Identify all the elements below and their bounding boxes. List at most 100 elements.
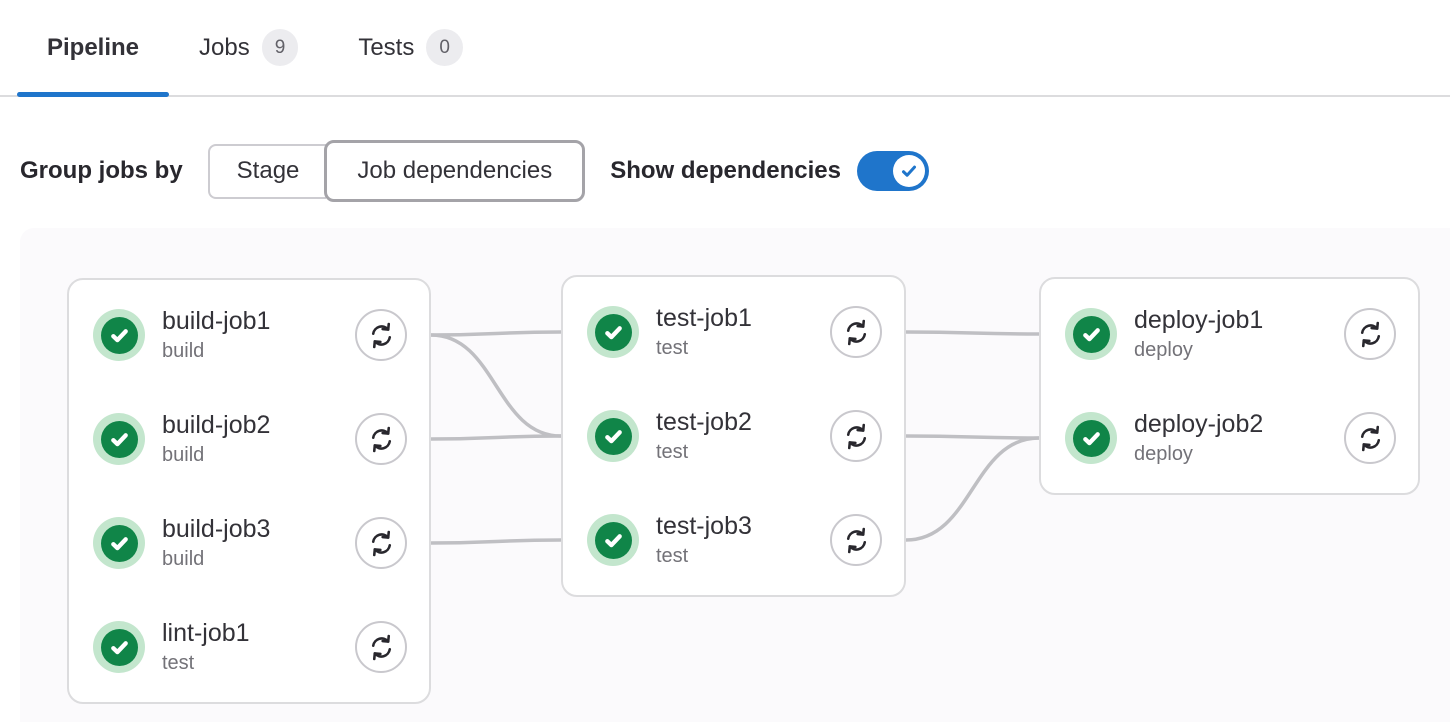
show-dependencies-label: Show dependencies <box>610 157 841 184</box>
job-row[interactable]: test-job1 test <box>563 280 904 384</box>
dependency-link <box>430 434 562 441</box>
retry-job-button[interactable] <box>355 309 407 361</box>
show-dependencies-toggle[interactable] <box>856 151 929 191</box>
tab-jobs-label: Jobs <box>199 33 250 61</box>
job-text: build-job1 build <box>162 307 270 363</box>
check-icon <box>110 536 128 550</box>
status-success-icon <box>594 521 632 559</box>
job-stage: deploy <box>1134 338 1193 361</box>
retry-job-button[interactable] <box>830 514 882 566</box>
status-success-halo <box>1065 412 1117 464</box>
status-success-icon <box>100 628 138 666</box>
job-text: lint-job1 test <box>162 619 250 675</box>
status-success-halo <box>587 514 639 566</box>
jobs-count-badge: 9 <box>261 29 299 66</box>
job-name: lint-job1 <box>162 619 250 648</box>
job-row[interactable]: lint-job1 test <box>69 595 429 699</box>
pipeline-tabs-bar: Pipeline Jobs 9 Tests 0 <box>0 0 1450 97</box>
status-success-halo <box>1065 308 1117 360</box>
group-jobs-segmented-control: Stage Job dependencies <box>207 140 586 202</box>
status-success-icon <box>100 524 138 562</box>
status-success-halo <box>93 621 145 673</box>
tab-tests-label: Tests <box>358 33 415 61</box>
job-group-card: build-job1 build build-job2 <box>67 278 431 704</box>
check-icon <box>110 432 128 446</box>
job-text: deploy-job1 deploy <box>1134 306 1263 362</box>
job-stage: build <box>162 547 205 570</box>
job-stage: test <box>656 544 689 567</box>
job-row[interactable]: test-job2 test <box>563 384 904 488</box>
retry-job-button[interactable] <box>1344 308 1396 360</box>
dependency-link <box>430 333 562 438</box>
job-row[interactable]: test-job3 test <box>563 488 904 592</box>
dependency-link <box>905 434 1040 440</box>
check-icon <box>110 328 128 342</box>
retry-job-button[interactable] <box>1344 412 1396 464</box>
status-success-halo <box>93 309 145 361</box>
check-icon <box>604 429 622 443</box>
job-text: build-job2 build <box>162 411 270 467</box>
job-stage: test <box>656 336 689 359</box>
job-name: build-job1 <box>162 307 271 336</box>
status-success-icon <box>594 313 632 351</box>
pipeline-graph: build-job1 build build-job2 <box>20 228 1450 722</box>
status-success-icon <box>1072 315 1110 353</box>
group-by-stage-button[interactable]: Stage <box>207 143 327 199</box>
job-row[interactable]: build-job2 build <box>69 387 429 491</box>
tab-tests[interactable]: Tests 0 <box>328 0 493 95</box>
dependency-link <box>430 538 562 545</box>
status-success-halo <box>93 413 145 465</box>
retry-job-button[interactable] <box>355 413 407 465</box>
status-success-icon <box>594 417 632 455</box>
dependency-link <box>905 436 1040 542</box>
retry-icon <box>1360 321 1380 347</box>
job-stage: build <box>162 443 205 466</box>
job-name: deploy-job1 <box>1134 306 1264 335</box>
tests-count-badge: 0 <box>426 29 463 66</box>
retry-icon <box>1360 425 1380 451</box>
status-success-halo <box>587 410 639 462</box>
check-icon <box>604 325 622 339</box>
check-icon <box>1082 431 1100 445</box>
retry-icon <box>371 322 391 348</box>
status-success-halo <box>93 517 145 569</box>
toggle-knob <box>892 155 925 187</box>
job-stage: test <box>162 651 195 674</box>
tab-jobs[interactable]: Jobs 9 <box>169 0 328 95</box>
job-text: test-job2 test <box>656 408 752 464</box>
toggle-check-icon <box>901 165 916 177</box>
retry-job-button[interactable] <box>355 517 407 569</box>
job-name: test-job3 <box>656 512 752 541</box>
job-text: build-job3 build <box>162 515 270 571</box>
job-row[interactable]: deploy-job2 deploy <box>1041 386 1418 490</box>
job-text: test-job1 test <box>656 304 752 360</box>
group-jobs-by-label: Group jobs by <box>20 157 183 184</box>
job-group-card: deploy-job1 deploy deploy-job2 <box>1039 277 1420 495</box>
job-name: deploy-job2 <box>1134 410 1264 439</box>
status-success-halo <box>587 306 639 358</box>
job-text: deploy-job2 deploy <box>1134 410 1263 466</box>
job-row[interactable]: build-job3 build <box>69 491 429 595</box>
retry-icon <box>371 634 391 660</box>
retry-icon <box>846 423 866 449</box>
job-name: test-job2 <box>656 408 752 437</box>
dependency-link <box>905 330 1040 336</box>
retry-icon <box>846 319 866 345</box>
job-text: test-job3 test <box>656 512 752 568</box>
retry-icon <box>371 426 391 452</box>
retry-job-button[interactable] <box>830 410 882 462</box>
job-name: build-job2 <box>162 411 271 440</box>
job-row[interactable]: build-job1 build <box>69 283 429 387</box>
retry-icon <box>846 527 866 553</box>
retry-job-button[interactable] <box>830 306 882 358</box>
tab-pipeline[interactable]: Pipeline <box>17 0 170 97</box>
job-row[interactable]: deploy-job1 deploy <box>1041 282 1418 386</box>
dependency-links <box>430 330 1040 545</box>
group-by-job-dependencies-button[interactable]: Job dependencies <box>324 140 586 202</box>
tab-pipeline-label: Pipeline <box>47 33 140 61</box>
graph-controls: Group jobs by Stage Job dependencies Sho… <box>20 138 929 204</box>
status-success-icon <box>1072 419 1110 457</box>
job-name: build-job3 <box>162 515 271 544</box>
status-success-icon <box>100 420 138 458</box>
retry-job-button[interactable] <box>355 621 407 673</box>
